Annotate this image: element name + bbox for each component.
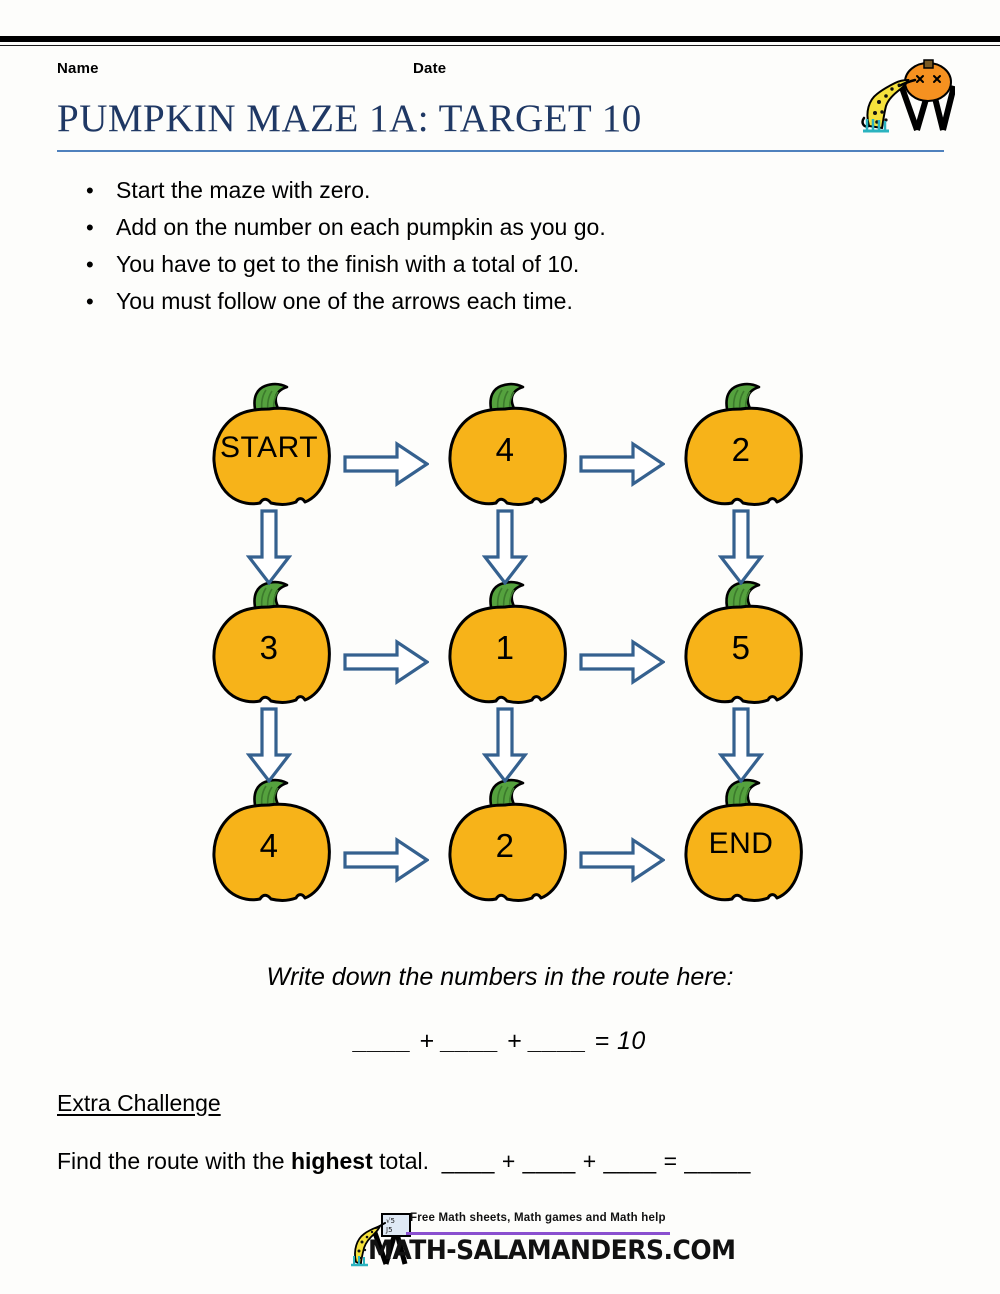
arrow-down-icon — [482, 509, 528, 585]
arrow-down-icon — [246, 509, 292, 585]
arrow-right-icon — [579, 639, 665, 685]
arrow-down-r1c0-r2c0 — [246, 707, 292, 783]
arrow-down-icon — [482, 707, 528, 783]
svg-text:√5: √5 — [386, 1217, 395, 1225]
pumpkin-icon — [667, 375, 815, 523]
pumpkin-cell-r1c2[interactable]: 5 — [667, 573, 815, 721]
pumpkin-icon — [667, 573, 815, 721]
footer-tagline: Free Math sheets, Math games and Math he… — [410, 1212, 666, 1224]
arrow-down-icon — [246, 707, 292, 783]
page-top-border — [0, 36, 1000, 42]
arrow-right-r2c0-r2c1 — [343, 837, 429, 883]
svg-text:J5: J5 — [385, 1226, 393, 1234]
pumpkin-cell-r2c1[interactable]: 2 — [431, 771, 579, 919]
site-footer: √5 J5 Free Math sheets, Math games and M… — [348, 1208, 736, 1270]
pumpkin-icon — [195, 375, 343, 523]
pumpkin-cell-r0c2[interactable]: 2 — [667, 375, 815, 523]
instruction-text: Start the maze with zero. — [116, 177, 371, 203]
arrow-down-r1c2-r2c2 — [718, 707, 764, 783]
route-prompt-text: Write down the numbers in the route here… — [266, 963, 734, 991]
pumpkin-maze-grid: START 4 2 3 1 5 4 2 END — [195, 375, 815, 920]
list-item: • You have to get to the finish with a t… — [86, 250, 846, 278]
instructions-list: • Start the maze with zero. • Add on the… — [86, 176, 846, 324]
instruction-text: Add on the number on each pumpkin as you… — [116, 214, 606, 241]
arrow-right-icon — [343, 441, 429, 487]
route-equation-blanks[interactable]: ____ + ____ + ____ = 10 — [354, 1027, 646, 1055]
arrow-right-icon — [579, 837, 665, 883]
list-item: • Start the maze with zero. — [86, 176, 846, 204]
salamander-whiteboard-logo-icon: √5 J5 — [348, 1208, 426, 1268]
instruction-text: You have to get to the finish with a tot… — [116, 251, 580, 278]
arrow-right-r0c0-r0c1 — [343, 441, 429, 487]
arrow-down-icon — [718, 707, 764, 783]
bullet-icon: • — [86, 252, 94, 278]
arrow-down-r0c0-r1c0 — [246, 509, 292, 585]
bullet-icon: • — [86, 289, 94, 315]
bullet-icon: • — [86, 215, 94, 241]
name-label: Name — [57, 60, 99, 77]
extra-emphasis-word: highest — [290, 1148, 373, 1174]
arrow-down-r0c2-r1c2 — [718, 509, 764, 585]
pumpkin-cell-r2c2[interactable]: END — [667, 771, 815, 919]
footer-domain-text: MATH-SALAMANDERS.COM — [368, 1234, 736, 1266]
pumpkin-cell-r1c1[interactable]: 1 — [431, 573, 579, 721]
footer-underline-rule — [406, 1232, 670, 1235]
arrow-right-icon — [343, 639, 429, 685]
arrow-right-r1c0-r1c1 — [343, 639, 429, 685]
bullet-icon: • — [86, 178, 94, 203]
title-underline-rule — [57, 150, 944, 152]
instruction-text: You must follow one of the arrows each t… — [116, 288, 573, 315]
extra-text-before: Find the route with the — [57, 1148, 291, 1174]
page-top-border-thin — [0, 45, 1000, 46]
arrow-down-icon — [718, 509, 764, 585]
arrow-right-r1c1-r1c2 — [579, 639, 665, 685]
pumpkin-cell-r2c0[interactable]: 4 — [195, 771, 343, 919]
arrow-right-r0c1-r0c2 — [579, 441, 665, 487]
list-item: • You must follow one of the arrows each… — [86, 287, 846, 315]
extra-challenge-heading: Extra Challenge — [57, 1090, 221, 1116]
extra-text-after: total. — [372, 1148, 430, 1174]
pumpkin-cell-r0c1[interactable]: 4 — [431, 375, 579, 523]
arrow-down-r1c1-r2c1 — [482, 707, 528, 783]
date-label: Date — [413, 60, 447, 77]
arrow-right-r2c1-r2c2 — [579, 837, 665, 883]
pumpkin-icon — [431, 573, 579, 721]
pumpkin-icon — [667, 771, 815, 919]
pumpkin-cell-r1c0[interactable]: 3 — [195, 573, 343, 721]
arrow-down-r0c1-r1c1 — [482, 509, 528, 585]
extra-challenge-blanks[interactable]: ____ + ____ + ____ = _____ — [441, 1148, 751, 1174]
pumpkin-cell-r0c0[interactable]: START — [195, 375, 343, 523]
pumpkin-icon — [195, 771, 343, 919]
list-item: • Add on the number on each pumpkin as y… — [86, 213, 846, 241]
arrow-right-icon — [343, 837, 429, 883]
page-title: PUMPKIN MAZE 1A: TARGET 10 — [57, 97, 642, 140]
pumpkin-icon — [431, 771, 579, 919]
pumpkin-icon — [431, 375, 579, 523]
salamander-carving-pumpkin-logo-icon — [855, 56, 957, 136]
arrow-right-icon — [579, 441, 665, 487]
pumpkin-icon — [195, 573, 343, 721]
extra-challenge-line: Find the route with the highest total. _… — [57, 1148, 751, 1175]
